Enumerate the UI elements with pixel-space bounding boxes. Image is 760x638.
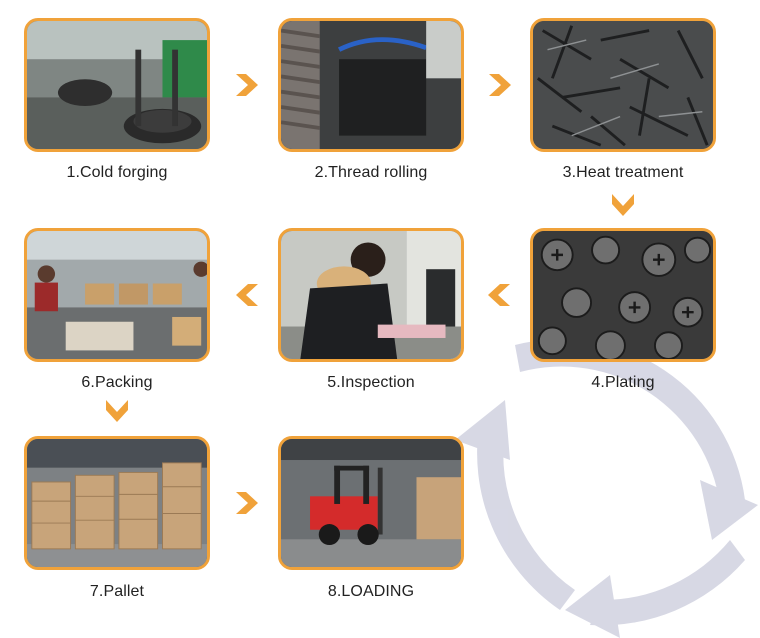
step-5-caption: 5.Inspection [327,374,415,391]
step-3-photo [530,18,716,152]
step-7-caption: 7.Pallet [89,583,145,600]
chevron-right-icon [236,74,258,96]
chevron-down-icon [106,400,128,422]
chevron-left-icon [236,284,258,306]
step-1-photo [24,18,210,152]
step-4-photo [530,228,716,362]
chevron-right-icon [236,492,258,514]
step-4-caption: 4.Plating [591,374,655,391]
step-1-caption: 1.Cold forging [66,164,168,181]
chevron-down-icon [612,194,634,216]
step-6-caption: 6.Packing [81,374,153,391]
step-8-photo [278,436,464,570]
step-3-caption: 3.Heat treatment [562,164,684,181]
step-2-caption: 2.Thread rolling [314,164,428,181]
step-2-photo [278,18,464,152]
chevron-left-icon [488,284,510,306]
step-5-photo [278,228,464,362]
step-6-photo [24,228,210,362]
step-8-caption: 8.LOADING [327,583,415,600]
step-7-photo [24,436,210,570]
chevron-right-icon [489,74,511,96]
